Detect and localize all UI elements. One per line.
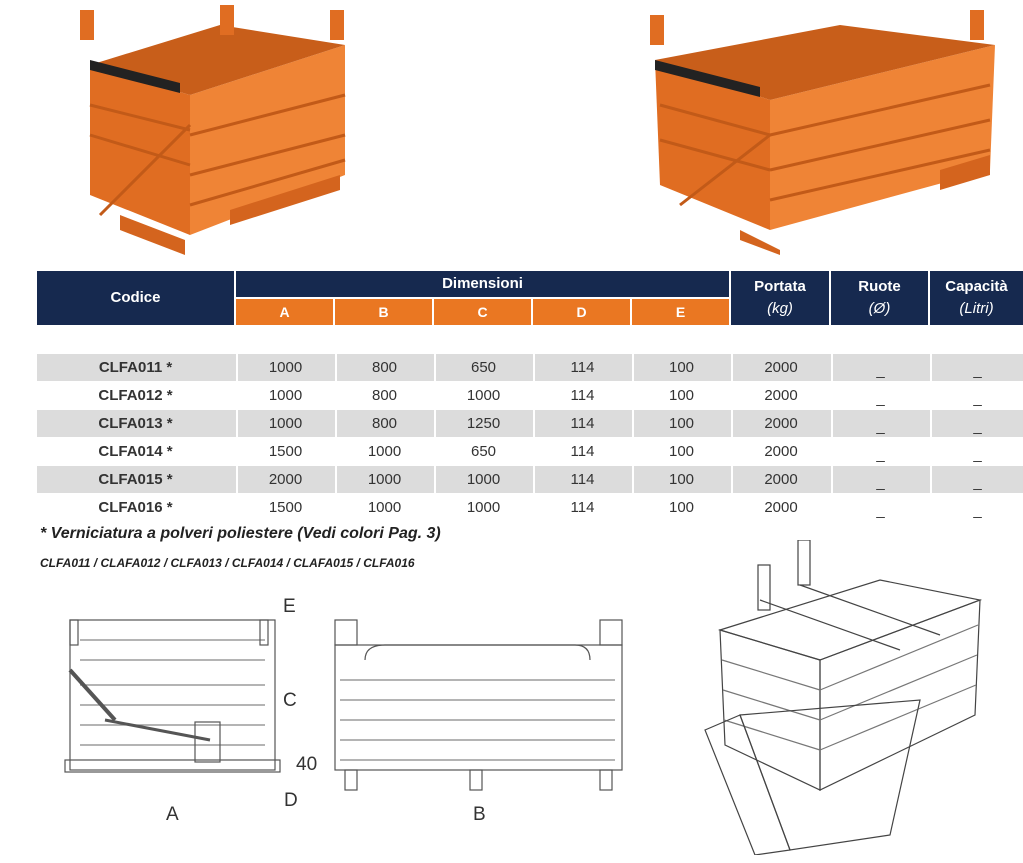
cell-d: 114 bbox=[533, 438, 630, 465]
cell-code: CLFA014 * bbox=[98, 443, 173, 460]
cell-load: 2000 bbox=[731, 354, 829, 381]
cell-b: 1000 bbox=[335, 494, 432, 521]
cell-b: 800 bbox=[335, 382, 432, 409]
header-load: Portata(kg) bbox=[731, 271, 829, 325]
dim-label-b: B bbox=[473, 804, 486, 825]
side-view-drawing bbox=[334, 619, 623, 791]
cell-a: 1500 bbox=[236, 438, 333, 465]
cell-wheels: _ bbox=[831, 466, 928, 493]
cell-e: 100 bbox=[632, 354, 729, 381]
cell-c: 1250 bbox=[434, 410, 531, 437]
cell-code: CLFA016 * bbox=[98, 499, 173, 516]
cell-volume: _ bbox=[930, 494, 1023, 521]
cell-c: 650 bbox=[434, 354, 531, 381]
cell-d: 114 bbox=[533, 466, 630, 493]
dim-label-e: E bbox=[283, 596, 296, 617]
product-photo-small-bin bbox=[80, 5, 346, 255]
cell-volume: _ bbox=[930, 382, 1023, 409]
dim-label-40: 40 bbox=[296, 754, 318, 775]
cell-d: 114 bbox=[533, 494, 630, 521]
product-photo-large-bin bbox=[650, 10, 995, 255]
cell-load: 2000 bbox=[731, 382, 829, 409]
cell-wheels: _ bbox=[831, 354, 928, 381]
cell-volume: _ bbox=[930, 466, 1023, 493]
cell-wheels: _ bbox=[831, 382, 928, 409]
dim-label-d: D bbox=[284, 790, 298, 811]
front-view-drawing bbox=[64, 619, 281, 773]
header-dim-b: B bbox=[335, 299, 432, 325]
footnote: * Verniciatura a polveri poliestere (Ved… bbox=[40, 525, 441, 542]
cell-b: 800 bbox=[335, 410, 432, 437]
cell-code: CLFA013 * bbox=[98, 415, 173, 432]
codes-line: CLFA011 / CLAFA012 / CLFA013 / CLFA014 /… bbox=[40, 556, 415, 570]
cell-volume: _ bbox=[930, 410, 1023, 437]
cell-e: 100 bbox=[632, 494, 729, 521]
header-code: Codice bbox=[37, 271, 234, 325]
cell-volume: _ bbox=[930, 354, 1023, 381]
cell-a: 1000 bbox=[236, 382, 333, 409]
cell-e: 100 bbox=[632, 382, 729, 409]
cell-load: 2000 bbox=[731, 438, 829, 465]
cell-c: 1000 bbox=[434, 494, 531, 521]
cell-wheels: _ bbox=[831, 494, 928, 521]
header-volume: Capacità(Litri) bbox=[930, 271, 1023, 325]
cell-a: 1500 bbox=[236, 494, 333, 521]
cell-code: CLFA015 * bbox=[98, 471, 173, 488]
cell-b: 800 bbox=[335, 354, 432, 381]
cell-volume: _ bbox=[930, 438, 1023, 465]
cell-c: 650 bbox=[434, 438, 531, 465]
cell-e: 100 bbox=[632, 466, 729, 493]
cell-a: 2000 bbox=[236, 466, 333, 493]
cell-a: 1000 bbox=[236, 410, 333, 437]
cell-load: 2000 bbox=[731, 494, 829, 521]
cell-c: 1000 bbox=[434, 466, 531, 493]
header-dim-e: E bbox=[632, 299, 729, 325]
cell-d: 114 bbox=[533, 354, 630, 381]
cell-code: CLFA011 * bbox=[98, 359, 173, 376]
cell-a: 1000 bbox=[236, 354, 333, 381]
cell-d: 114 bbox=[533, 410, 630, 437]
cell-b: 1000 bbox=[335, 438, 432, 465]
dim-label-a: A bbox=[166, 804, 179, 825]
cell-load: 2000 bbox=[731, 466, 829, 493]
cell-wheels: _ bbox=[831, 438, 928, 465]
cell-e: 100 bbox=[632, 438, 729, 465]
cell-e: 100 bbox=[632, 410, 729, 437]
cell-c: 1000 bbox=[434, 382, 531, 409]
cell-b: 1000 bbox=[335, 466, 432, 493]
cell-load: 2000 bbox=[731, 410, 829, 437]
header-dim-d: D bbox=[533, 299, 630, 325]
dim-label-c: C bbox=[283, 690, 297, 711]
header-dim-a: A bbox=[236, 299, 333, 325]
header-dim-c: C bbox=[434, 299, 531, 325]
header-dimensions: Dimensioni bbox=[236, 271, 729, 297]
cell-wheels: _ bbox=[831, 410, 928, 437]
header-wheels: Ruote(Ø) bbox=[831, 271, 928, 325]
cell-code: CLFA012 * bbox=[98, 387, 173, 404]
perspective-drawing bbox=[704, 540, 983, 855]
cell-d: 114 bbox=[533, 382, 630, 409]
